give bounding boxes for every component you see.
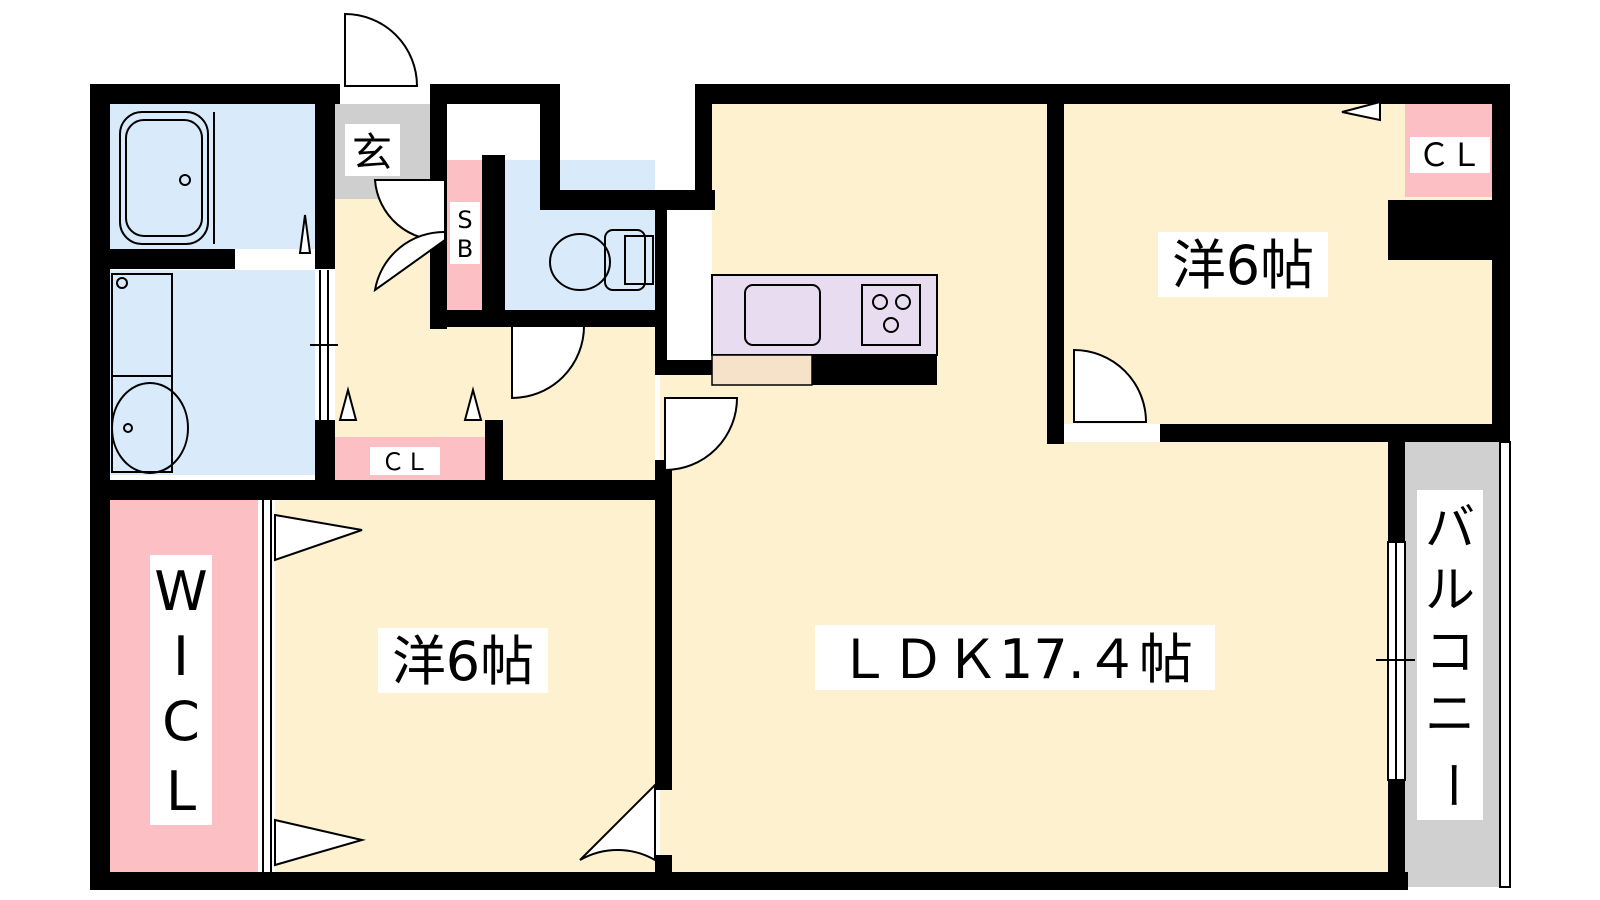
- sink: [744, 284, 821, 346]
- west-room-door: [579, 782, 656, 862]
- washbasin: [111, 273, 189, 474]
- balcony-label-ba: バ: [1425, 499, 1475, 557]
- western-room-east-label: 洋6帖: [1172, 234, 1314, 297]
- balcony-window: [1376, 441, 1511, 888]
- balcony-label-ni: ニ: [1425, 685, 1475, 743]
- front-door: [344, 12, 419, 87]
- wic-label-l: L: [166, 760, 196, 823]
- wic-label-i: I: [173, 625, 189, 688]
- hall-closet-label: ＣＬ: [381, 448, 429, 476]
- western-room-west-label: 洋6帖: [392, 630, 534, 693]
- washroom-floor: [110, 270, 315, 475]
- balcony-label-ko: コ: [1425, 623, 1475, 681]
- kitchen-counter: [711, 274, 938, 386]
- stove: [861, 284, 921, 346]
- ldk-door: [664, 397, 739, 472]
- wic-label-c: C: [162, 690, 200, 753]
- wash-door-track: [310, 270, 338, 420]
- bathtub: [119, 111, 215, 245]
- doors: [344, 12, 1148, 862]
- entrance-label: 玄: [352, 130, 392, 176]
- balcony-label-long: ー: [1423, 760, 1481, 810]
- door-openings: [340, 84, 1160, 442]
- toilet-door: [511, 325, 586, 400]
- balcony-label-ru: ル: [1425, 561, 1475, 619]
- shoebox-door-bottom: [373, 230, 446, 293]
- wic-label-w: W: [154, 560, 207, 623]
- sliding-doors: [274, 100, 1381, 867]
- east-closet-label: ＣＬ: [1418, 136, 1482, 174]
- shoe-box-label-top: S: [457, 206, 472, 234]
- bath-floor: [110, 104, 315, 249]
- walls: [90, 84, 1510, 890]
- toilet: [549, 229, 654, 291]
- ldk-label: ＬＤＫ17.４帖: [837, 628, 1193, 691]
- labels: 玄 S B ＣＬ W I C L 洋6帖 ＬＤＫ17.４帖 洋6帖 ＣＬ バ ル…: [150, 124, 1490, 825]
- east-room-door: [1073, 348, 1148, 423]
- shoe-box-label-bottom: B: [457, 235, 473, 263]
